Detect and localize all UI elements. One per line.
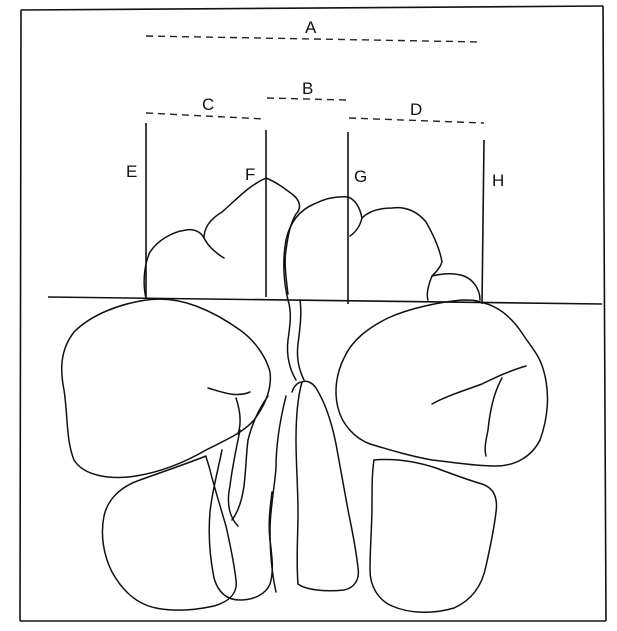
left-sinus-inner-curve <box>236 398 240 434</box>
upper-left-inner-fold <box>204 238 224 258</box>
upper-center-outline <box>284 197 480 300</box>
upper-center-inner-fold <box>350 218 362 236</box>
left-central-turbinate <box>232 396 268 520</box>
label-d: D <box>410 100 422 119</box>
right-lower-cavity <box>370 459 496 612</box>
label-c: C <box>202 95 214 114</box>
right-lower-turbinate <box>296 381 358 591</box>
label-f: F <box>245 165 255 184</box>
label-h: H <box>492 171 504 190</box>
label-a: A <box>305 18 317 37</box>
reference-line-h <box>482 140 484 304</box>
label-b: B <box>302 79 313 98</box>
frame-border <box>20 6 606 621</box>
nasal-septum-right <box>297 300 304 380</box>
left-middle-meatus-wall <box>228 430 240 526</box>
left-maxillary-sinus <box>62 299 271 477</box>
nasal-septum <box>287 300 296 380</box>
left-lower-inner-wall <box>209 450 272 600</box>
dimension-line-b <box>267 98 346 100</box>
label-e: E <box>126 162 137 181</box>
upper-left-outline <box>144 178 299 298</box>
label-g: G <box>354 167 367 186</box>
right-maxillary-sinus <box>336 300 547 466</box>
upper-right-inner-fold <box>427 276 432 300</box>
right-sinus-inner-line <box>432 366 526 404</box>
right-sinus-inner-curve <box>485 378 502 456</box>
left-sinus-inner-line <box>208 388 250 395</box>
